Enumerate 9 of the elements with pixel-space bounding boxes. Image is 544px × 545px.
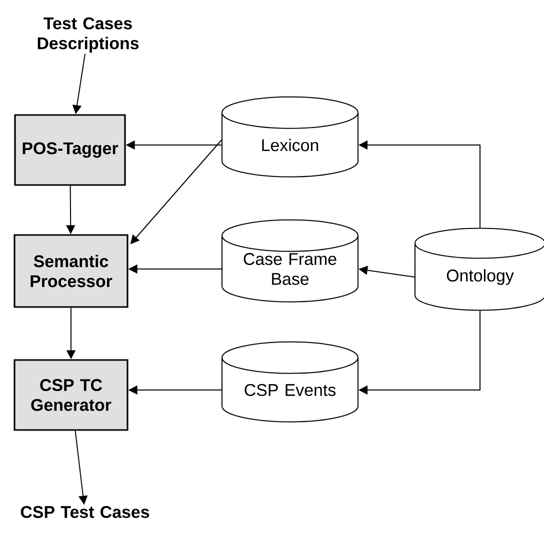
database-cylinder: Case Frame Base bbox=[222, 219, 358, 302]
process-box: POS-Tagger bbox=[14, 114, 126, 186]
process-box: CSP TC Generator bbox=[14, 359, 128, 431]
output-label: CSP Test Cases bbox=[20, 506, 150, 518]
input-label: Test Cases Descriptions bbox=[38, 17, 139, 53]
process-box: Semantic Processor bbox=[14, 234, 128, 308]
database-cylinder: CSP Events bbox=[222, 341, 358, 422]
database-cylinder: Ontology bbox=[414, 228, 544, 311]
database-cylinder: Lexicon bbox=[222, 96, 358, 178]
